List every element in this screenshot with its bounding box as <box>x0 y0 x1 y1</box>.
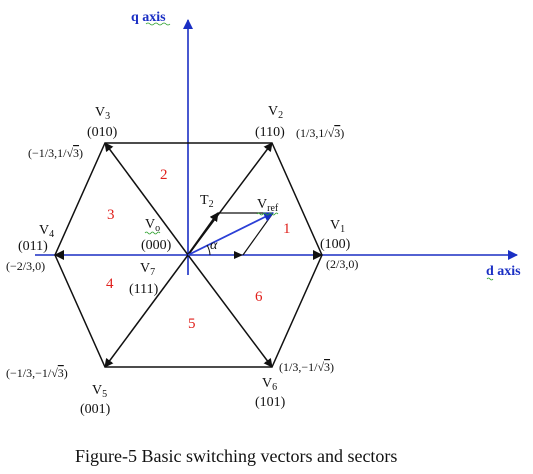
v6-name: V6 <box>262 376 277 393</box>
v4-coord: (−2/3,0) <box>6 259 45 273</box>
v5-code: (001) <box>80 402 111 417</box>
alpha-angle-arc <box>206 244 211 256</box>
vref-label-underline <box>256 212 279 216</box>
vref-vector <box>187 212 274 256</box>
v0-name: Vo <box>145 217 160 234</box>
alpha-label: α <box>210 238 218 253</box>
v2-coord: (1/3,1/√3) <box>296 126 344 140</box>
vector-v5-line <box>104 254 189 368</box>
v0-name-underline <box>144 231 161 235</box>
t2-vector <box>187 212 219 256</box>
v3-coord: (−1/3,1/√3) <box>28 146 83 160</box>
t1-arrowhead <box>234 251 243 259</box>
sqrt-symbol: √ <box>51 366 58 380</box>
v2-name: V2 <box>268 104 283 121</box>
v4-name: V4 <box>39 223 54 240</box>
vref-label: Vref <box>257 197 279 214</box>
figure-caption: Figure-5 Basic switching vectors and sec… <box>75 446 397 466</box>
vector-v4-arrowhead <box>54 250 64 260</box>
q-axis-label-underline <box>145 22 171 26</box>
v5-name: V5 <box>92 383 107 400</box>
t2-label: T2 <box>200 193 214 210</box>
sector-5-label: 5 <box>188 316 196 332</box>
sector-3-label: 3 <box>107 207 115 223</box>
v3-code: (010) <box>87 125 118 140</box>
vector-v3-line <box>104 142 189 256</box>
v2-code: (110) <box>255 125 285 140</box>
v3-name: V3 <box>95 105 110 122</box>
sector-1-label: 1 <box>283 221 291 237</box>
sqrt-symbol: √ <box>317 360 324 374</box>
q-axis-label: q axis <box>131 10 166 25</box>
d-axis-label-underline <box>486 277 494 281</box>
t1-projection-line <box>242 212 274 256</box>
v7-name: V7 <box>140 261 155 278</box>
v7-code: (111) <box>129 282 159 297</box>
d-axis-label: d axis <box>486 264 521 279</box>
sector-4-label: 4 <box>106 276 114 292</box>
sqrt-symbol: √ <box>66 146 73 160</box>
v1-name: V1 <box>330 218 345 235</box>
sector-6-label: 6 <box>255 289 263 305</box>
v4-code: (011) <box>18 239 48 254</box>
vector-v1-arrowhead <box>313 250 323 260</box>
vector-v6-line <box>187 254 273 368</box>
sector-2-label: 2 <box>160 167 168 183</box>
sqrt-symbol: √ <box>328 126 335 140</box>
v5-coord: (−1/3,−1/√3) <box>6 366 68 380</box>
v1-coord: (2/3,0) <box>326 257 358 271</box>
v1-code: (100) <box>320 237 351 252</box>
v6-coord: (1/3,−1/√3) <box>279 360 334 374</box>
v0-code: (000) <box>141 238 172 253</box>
v6-code: (101) <box>255 395 286 410</box>
